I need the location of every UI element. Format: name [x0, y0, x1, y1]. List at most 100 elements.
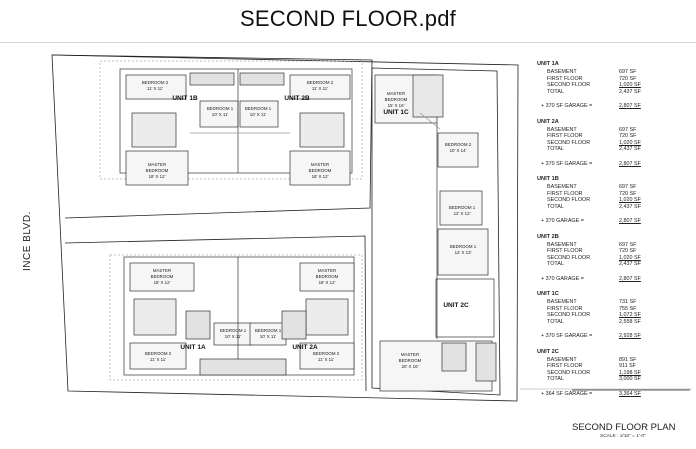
- schedule-unit-heading: UNIT 1A: [537, 61, 559, 67]
- schedule-row-label: SECOND FLOOR: [547, 254, 591, 261]
- schedule-row-value: 755 SF: [619, 305, 637, 312]
- area-schedule: UNIT 1A BASEMENT 697 SF FIRST FLOOR 720 SF SE…: [537, 61, 687, 406]
- document-titlebar: SECOND FLOOR.pdf: [0, 0, 696, 43]
- schedule-garage-value: 3,364 SF: [619, 390, 641, 397]
- street-label: INCE BLVD.: [22, 211, 33, 271]
- lot-boundary: [51, 54, 519, 402]
- room-label: BEDROOM 2: [313, 351, 340, 356]
- unit-tag: UNIT 1B: [172, 95, 198, 102]
- schedule-garage-value: 2,807 SF: [619, 218, 641, 224]
- schedule-row-value: 1,072 SF: [619, 312, 641, 319]
- room-size: 11' X 11': [318, 357, 334, 362]
- schedule-row-label: TOTAL: [547, 261, 564, 268]
- right-building: [374, 74, 497, 392]
- schedule-row-label: TOTAL: [547, 203, 564, 210]
- schedule-row-label: TOTAL: [547, 376, 564, 383]
- schedule-row-value: 2,437 SF: [619, 88, 641, 95]
- unit-tag: UNIT 2C: [443, 302, 469, 309]
- schedule-garage-value: 2,807 SF: [619, 275, 641, 282]
- room-size: 18' X 12': [154, 280, 171, 285]
- unit-tag: UNIT 1C: [383, 109, 409, 116]
- room-label: BEDROOM 1: [449, 205, 476, 210]
- schedule-unit-heading: UNIT 2C: [537, 348, 559, 355]
- schedule-row-label: FIRST FLOOR: [547, 248, 583, 255]
- schedule-garage-value: 2,807 SF: [619, 103, 641, 109]
- room-label: BEDROOM: [316, 274, 339, 279]
- room-label: BEDROOM 1: [207, 106, 234, 111]
- room-label: BEDROOM 1: [450, 244, 477, 249]
- schedule-row-value: 891 SF: [619, 356, 637, 363]
- room-label: BEDROOM: [146, 168, 169, 173]
- schedule-row-label: FIRST FLOOR: [547, 363, 583, 370]
- drawing-sheet: BEDROOM 2 11' X 11' BEDROOM 2 11' X 11' …: [0, 43, 696, 449]
- room-label: MASTER: [311, 162, 329, 167]
- schedule-garage-label: + 364 SF GARAGE =: [541, 390, 593, 397]
- schedule-row-label: SECOND FLOOR: [547, 197, 591, 204]
- schedule-row-value: 731 SF: [619, 299, 637, 305]
- schedule-row-value: 1,020 SF: [619, 254, 641, 261]
- room-size: 12' X 12': [454, 211, 471, 216]
- unit-tag: UNIT 2A: [292, 344, 318, 351]
- schedule-unit-heading: UNIT 2B: [537, 233, 559, 240]
- schedule-row-value: 697 SF: [619, 69, 637, 75]
- floor-plan-drawing: BEDROOM 2 11' X 11' BEDROOM 2 11' X 11' …: [51, 54, 692, 402]
- room-size: 11' X 11': [312, 86, 328, 91]
- room-size: 18' X 12': [312, 174, 329, 179]
- unit-tag: UNIT 2B: [284, 95, 310, 102]
- room-size: 10' X 11': [212, 112, 229, 117]
- room-size: 10' X 11': [260, 334, 277, 339]
- room-size: 11' X 11': [147, 86, 163, 91]
- schedule-row-value: 697 SF: [619, 184, 637, 190]
- schedule-row-value: 2,558 SF: [619, 318, 641, 325]
- room-size: 10' X 11': [250, 112, 267, 117]
- room-label: MASTER: [401, 352, 419, 357]
- schedule-unit-heading: UNIT 1C: [537, 291, 559, 297]
- room-label: BEDROOM: [399, 358, 422, 363]
- room-label: BEDROOM 1: [245, 106, 272, 111]
- schedule-row-value: 720 SF: [619, 190, 637, 197]
- schedule-row-value: 720 SF: [619, 248, 637, 255]
- room-label: BEDROOM: [151, 274, 174, 279]
- schedule-garage-label: + 370 SF GARAGE =: [541, 333, 593, 339]
- schedule-garage-value: 2,807 SF: [619, 160, 641, 167]
- room-size: 10' X 11': [225, 334, 242, 339]
- room-label: MASTER: [318, 268, 336, 273]
- right-wing: [371, 67, 501, 396]
- plan-title: SECOND FLOOR PLAN: [572, 422, 676, 433]
- document-title: SECOND FLOOR.pdf: [240, 6, 456, 31]
- schedule-row-label: FIRST FLOOR: [547, 133, 583, 140]
- schedule-row-value: 1,198 SF: [619, 369, 641, 376]
- plan-scale: SCALE : 1/16" = 1'-0": [600, 434, 646, 439]
- schedule-row-value: 2,437 SF: [619, 203, 641, 210]
- schedule-unit-heading: UNIT 2A: [537, 118, 559, 125]
- schedule-row-label: SECOND FLOOR: [547, 139, 591, 146]
- schedule-row-value: 2,437 SF: [619, 261, 641, 268]
- schedule-row-value: 697 SF: [619, 241, 637, 248]
- schedule-garage-label: + 370 SF GARAGE =: [541, 103, 593, 109]
- schedule-garage-value: 2,928 SF: [619, 333, 641, 339]
- schedule-row-value: 911 SF: [619, 363, 636, 370]
- left-upper-wing: [51, 54, 373, 219]
- schedule-row-label: TOTAL: [547, 318, 564, 325]
- schedule-row-label: FIRST FLOOR: [547, 190, 583, 197]
- schedule-row-value: 1,020 SF: [619, 139, 641, 146]
- schedule-row-value: 697 SF: [619, 126, 637, 133]
- room-label: BEDROOM 1: [220, 328, 247, 333]
- room-size: 18' X 12': [149, 174, 166, 179]
- unit-tag: UNIT 1A: [180, 344, 206, 351]
- schedule-row-label: BASEMENT: [547, 126, 577, 133]
- schedule-row-label: TOTAL: [547, 146, 564, 153]
- room-size: 10' X 14': [450, 148, 467, 153]
- schedule-row-label: TOTAL: [547, 88, 564, 95]
- schedule-row-value: 1,020 SF: [619, 82, 641, 89]
- schedule-unit-heading: UNIT 1B: [537, 176, 559, 182]
- schedule-garage-label: + 370 GARAGE =: [541, 218, 584, 224]
- room-label: BEDROOM: [385, 97, 408, 102]
- schedule-row-label: SECOND FLOOR: [547, 82, 591, 89]
- room-size: 12' X 13': [455, 250, 472, 255]
- schedule-row-label: BASEMENT: [547, 356, 577, 363]
- schedule-row-label: BASEMENT: [547, 241, 577, 248]
- schedule-row-value: 3,000 SF: [619, 376, 641, 383]
- room-label: BEDROOM 2: [445, 142, 472, 147]
- room-size: 15' X 16': [388, 103, 405, 108]
